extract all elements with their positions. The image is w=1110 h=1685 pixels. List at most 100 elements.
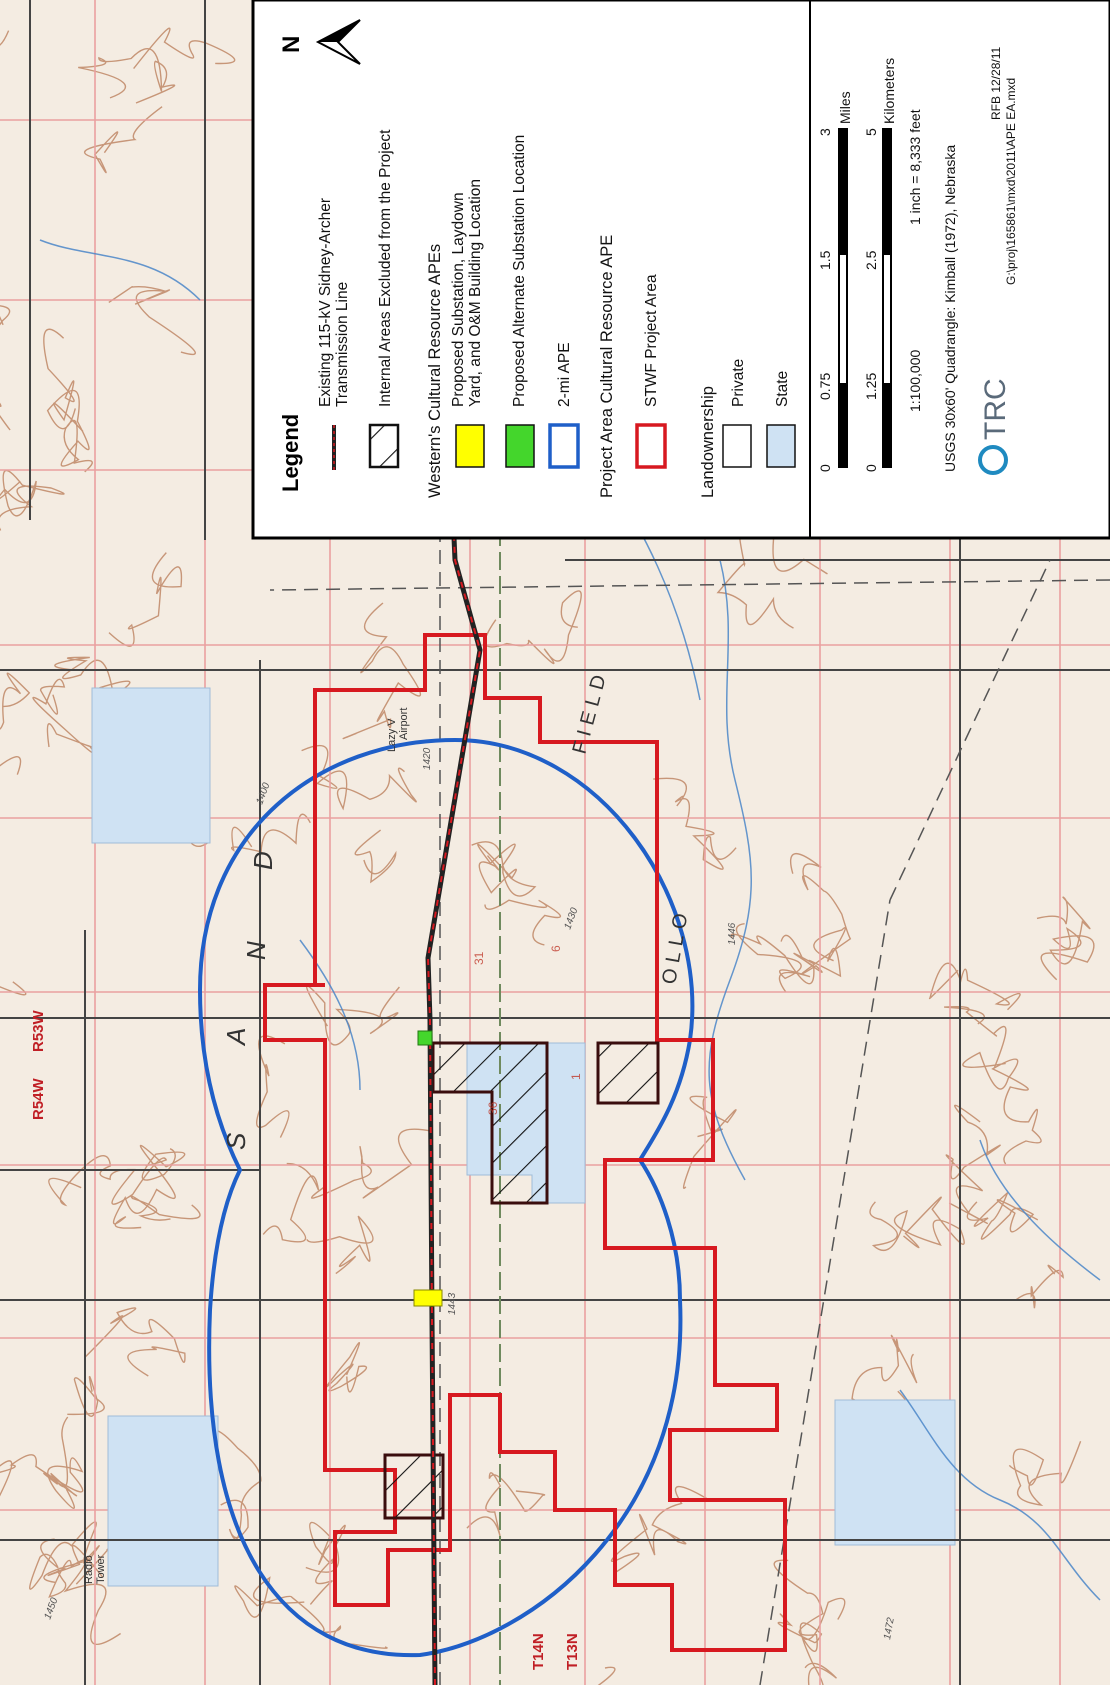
legend-label: STWF Project Area	[643, 274, 660, 407]
scale-tick-label: 0.75	[817, 373, 833, 400]
scale-tick-label: 0	[863, 464, 879, 472]
elevation-label: 1446	[727, 922, 738, 945]
elevation-label: 1443	[447, 1292, 458, 1315]
scale-tick-label: 2.5	[863, 250, 879, 270]
radio-tower-label: Radio	[83, 1555, 95, 1584]
contour-line	[484, 899, 561, 946]
range-label-r53w: R53W	[30, 1009, 47, 1052]
legend-symbol-substation	[455, 424, 485, 468]
contour-line	[1036, 896, 1095, 981]
north-label: N	[278, 36, 305, 53]
credit-date: RFB 12/28/11	[989, 47, 1003, 120]
legend-label: Yard, and O&M Building Location	[467, 179, 484, 407]
legend-title: Legend	[278, 414, 303, 492]
sand-label-letter: S	[221, 1132, 251, 1150]
legend-symbol-excluded	[368, 423, 400, 469]
transmission-line	[425, 0, 483, 1685]
range-label-r54w: R54W	[30, 1077, 47, 1120]
scale-tick-label: 3	[817, 128, 833, 136]
contour-line	[1016, 1264, 1064, 1309]
airport-label: Airport	[398, 708, 410, 740]
contour-line	[78, 48, 176, 104]
scale-tick-label: 0	[817, 464, 833, 472]
legend-label: Internal Areas Excluded from the Project	[377, 129, 394, 407]
contour-line	[305, 985, 400, 1046]
township-label-t13n: T13N	[564, 1633, 581, 1670]
legend-label: Landownership	[699, 386, 717, 498]
contour-line	[85, 1307, 186, 1377]
scale-bar-km	[882, 128, 892, 468]
trc-logo-text: TRC	[979, 378, 1012, 440]
contour-line	[780, 852, 852, 975]
legend-symbol-state	[766, 424, 796, 468]
sand-label-letter: D	[248, 851, 278, 870]
section-number: 6	[549, 945, 563, 952]
contour-line	[945, 1104, 1001, 1225]
section-number: 1	[569, 1073, 583, 1080]
contour-line	[84, 106, 163, 174]
north-arrow-icon	[315, 19, 361, 65]
legend-label: Western's Cultural Resource APEs	[426, 244, 444, 498]
legend-label: Project Area Cultural Resource APE	[598, 235, 616, 498]
state-land-parcel	[107, 1415, 219, 1587]
legend-label: State	[774, 371, 791, 407]
contour-line	[653, 777, 737, 870]
contour-line	[48, 1155, 168, 1207]
contour-line	[47, 1544, 121, 1645]
legend-panel: N Legend Existing 115-kV Sidney-Archer T…	[251, 0, 1110, 540]
airport-label: Lazy V	[386, 718, 398, 752]
contour-line	[773, 1559, 846, 1653]
legend-label: 2-mi APE	[556, 342, 573, 407]
contour-line	[471, 841, 537, 897]
scale-unit-km: Kilometers	[881, 58, 897, 124]
quadrangle-label: USGS 30x60' Quadrangle: Kimball (1972), …	[942, 145, 958, 472]
legend-label: Transmission Line	[334, 282, 351, 407]
trc-logo: TRC	[978, 378, 1012, 475]
contour-line	[1008, 1441, 1082, 1507]
scale-bar-miles	[838, 128, 848, 468]
contour-line	[354, 829, 397, 884]
contour-line	[962, 1051, 1042, 1165]
legend-label: Proposed Substation, Laydown	[450, 192, 467, 407]
contour-line	[966, 1192, 1039, 1240]
legend-symbol-alt-substation	[505, 424, 535, 468]
contour-line	[32, 678, 96, 755]
elevation-label: 1420	[422, 747, 433, 770]
section-number: 36	[486, 1101, 500, 1115]
contour-line	[869, 1196, 965, 1251]
contour-line	[43, 1416, 78, 1497]
legend-symbol-private	[722, 424, 752, 468]
legend-symbol-stwf-area	[635, 423, 667, 469]
two-mile-ape-boundary	[197, 737, 695, 1658]
proposed-substation-marker	[413, 1289, 443, 1307]
contour-line	[133, 27, 236, 70]
legend-label: Existing 115-kV Sidney-Archer	[317, 198, 334, 407]
contour-line	[484, 590, 582, 665]
contour-line	[206, 1429, 262, 1541]
section-number: 31	[472, 951, 486, 965]
scale-inch-equivalent: 1 inch = 8,333 feet	[907, 109, 923, 225]
sand-label-letter: N	[241, 941, 271, 960]
state-land-parcel	[834, 1399, 956, 1546]
contour-line	[928, 962, 1021, 1011]
contour-line	[0, 1454, 84, 1510]
contour-line	[342, 602, 422, 740]
elevation-label: 1472	[882, 1616, 897, 1640]
scale-ratio: 1:100,000	[907, 350, 923, 412]
contour-line	[112, 1144, 186, 1229]
township-label-t14n: T14N	[530, 1633, 547, 1670]
boundary-lines	[269, 0, 1110, 1685]
excluded-area	[596, 1041, 660, 1105]
scale-tick-label: 1.25	[863, 373, 879, 400]
legend-symbol-2mi-ape	[548, 423, 580, 469]
contour-line	[255, 1035, 290, 1138]
legend-label: Proposed Alternate Substation Location	[511, 135, 528, 407]
contour-line	[67, 1376, 105, 1417]
contour-line	[0, 672, 31, 730]
contour-line	[262, 1162, 320, 1243]
contour-line	[301, 745, 417, 811]
contour-line	[306, 1215, 374, 1275]
